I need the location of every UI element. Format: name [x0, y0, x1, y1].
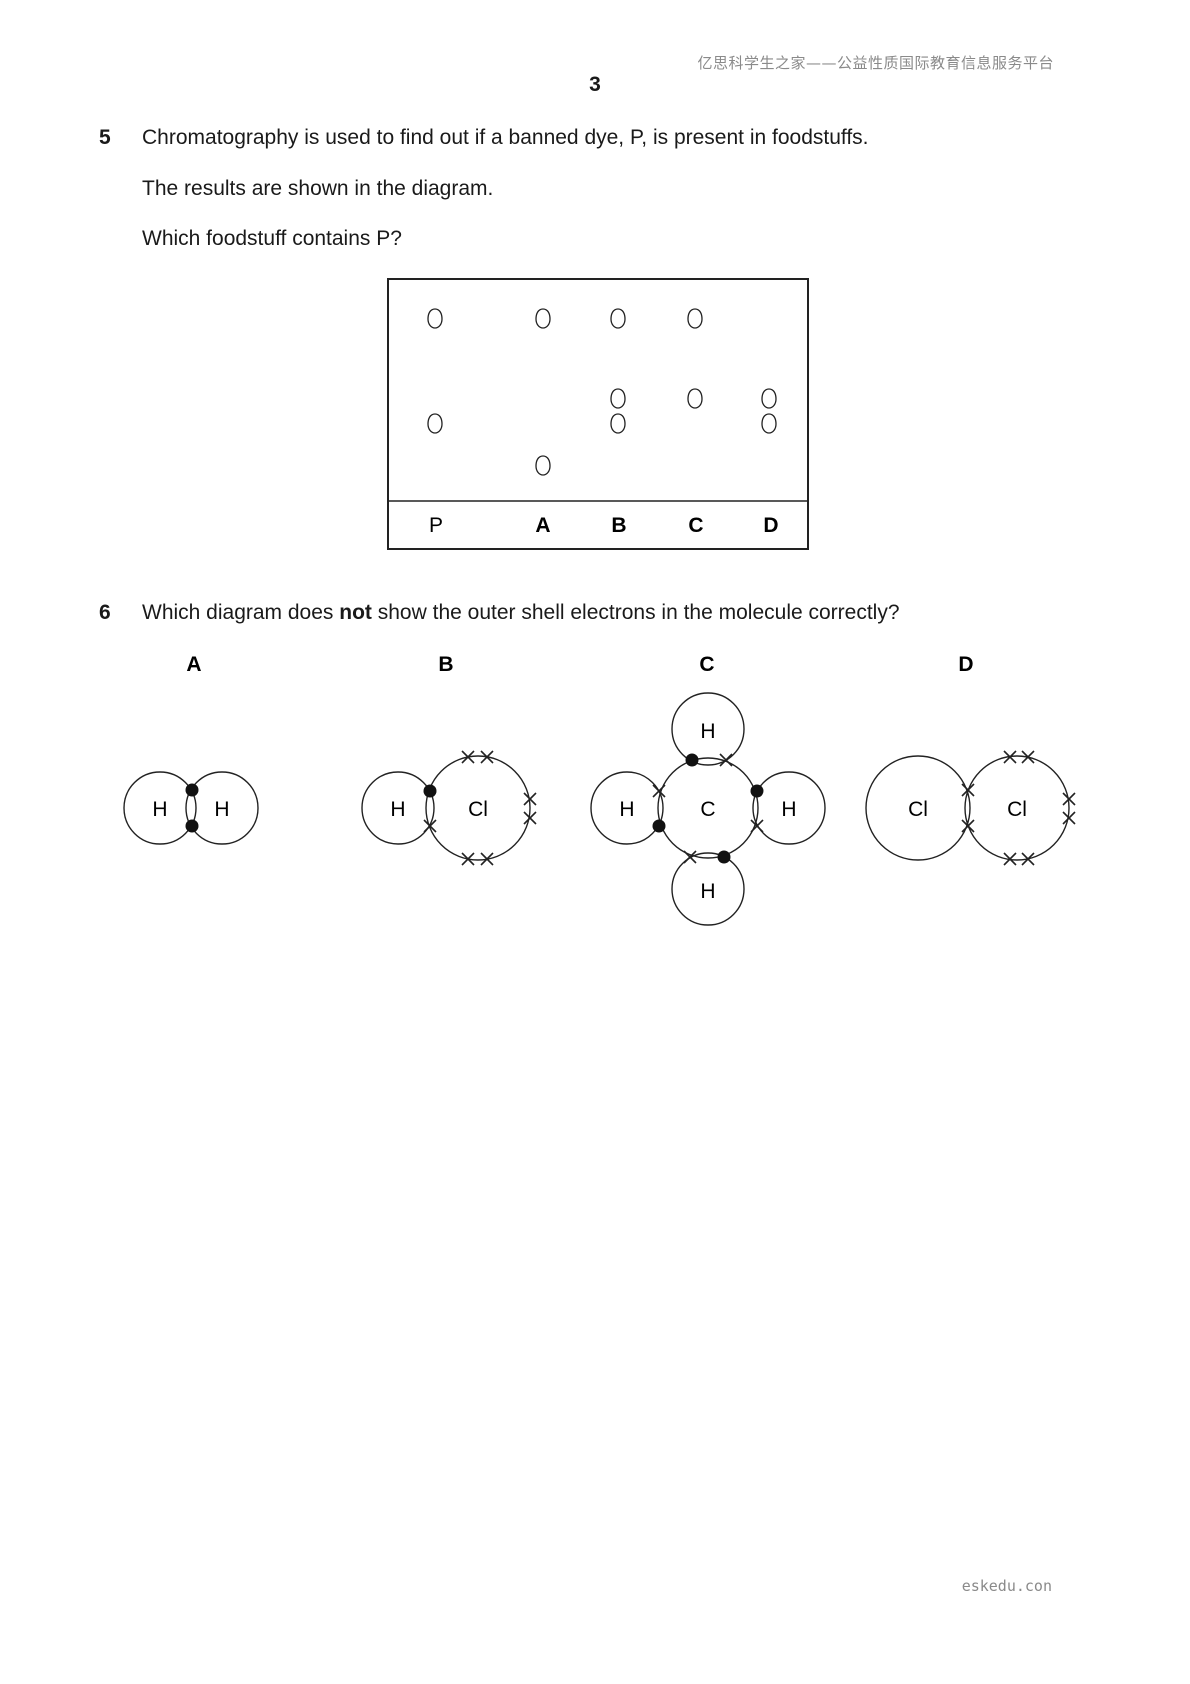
lane-label-c: C [688, 514, 703, 537]
option-label-a: A [186, 653, 201, 676]
atom-label-h: H [700, 880, 715, 903]
atom-label-h: H [152, 798, 167, 821]
option-label-b: B [438, 653, 453, 676]
electron [185, 783, 199, 797]
footer-watermark: eskedu.con [961, 1577, 1052, 1595]
atom-label-h: H [700, 720, 715, 743]
electron [652, 819, 666, 833]
electron [185, 819, 199, 833]
atom-label-c: C [700, 798, 715, 821]
atom-label-cl: Cl [908, 798, 928, 821]
electron [423, 784, 437, 798]
question-5-number: 5 [99, 126, 111, 149]
atom-label-h: H [781, 798, 796, 821]
diagram-c-ch4: C H H H H [590, 692, 826, 926]
page-number: 3 [589, 73, 601, 96]
atom-label-cl: Cl [1007, 798, 1027, 821]
question-5-line-3: Which foodstuff contains P? [142, 227, 402, 250]
header-note: 亿思科学生之家——公益性质国际教育信息服务平台 [697, 54, 1054, 72]
question-5-line-1: Chromatography is used to find out if a … [142, 126, 869, 149]
electron-cross [750, 819, 764, 833]
electron [685, 753, 699, 767]
electron-cross [423, 819, 437, 833]
question-5-line-2: The results are shown in the diagram. [142, 177, 494, 200]
atom-label-h: H [619, 798, 634, 821]
atom-label-cl: Cl [468, 798, 488, 821]
question-6-number: 6 [99, 601, 111, 624]
diagram-a-h2: H H [123, 771, 259, 845]
option-label-c: C [699, 653, 714, 676]
diagram-b-hcl: H Cl [361, 750, 537, 866]
lane-label-p: P [429, 514, 443, 537]
atom-label-h: H [390, 798, 405, 821]
diagram-d-cl2: Cl Cl [865, 750, 1076, 866]
atom-label-h: H [214, 798, 229, 821]
electron [750, 784, 764, 798]
question-6-text: Which diagram does not show the outer sh… [142, 601, 900, 624]
lane-label-d: D [763, 514, 778, 537]
electron-cross [683, 850, 697, 864]
chromatogram-border [387, 278, 809, 550]
option-label-d: D [958, 653, 973, 676]
electron [717, 850, 731, 864]
lane-label-b: B [611, 514, 626, 537]
lane-label-a: A [535, 514, 550, 537]
